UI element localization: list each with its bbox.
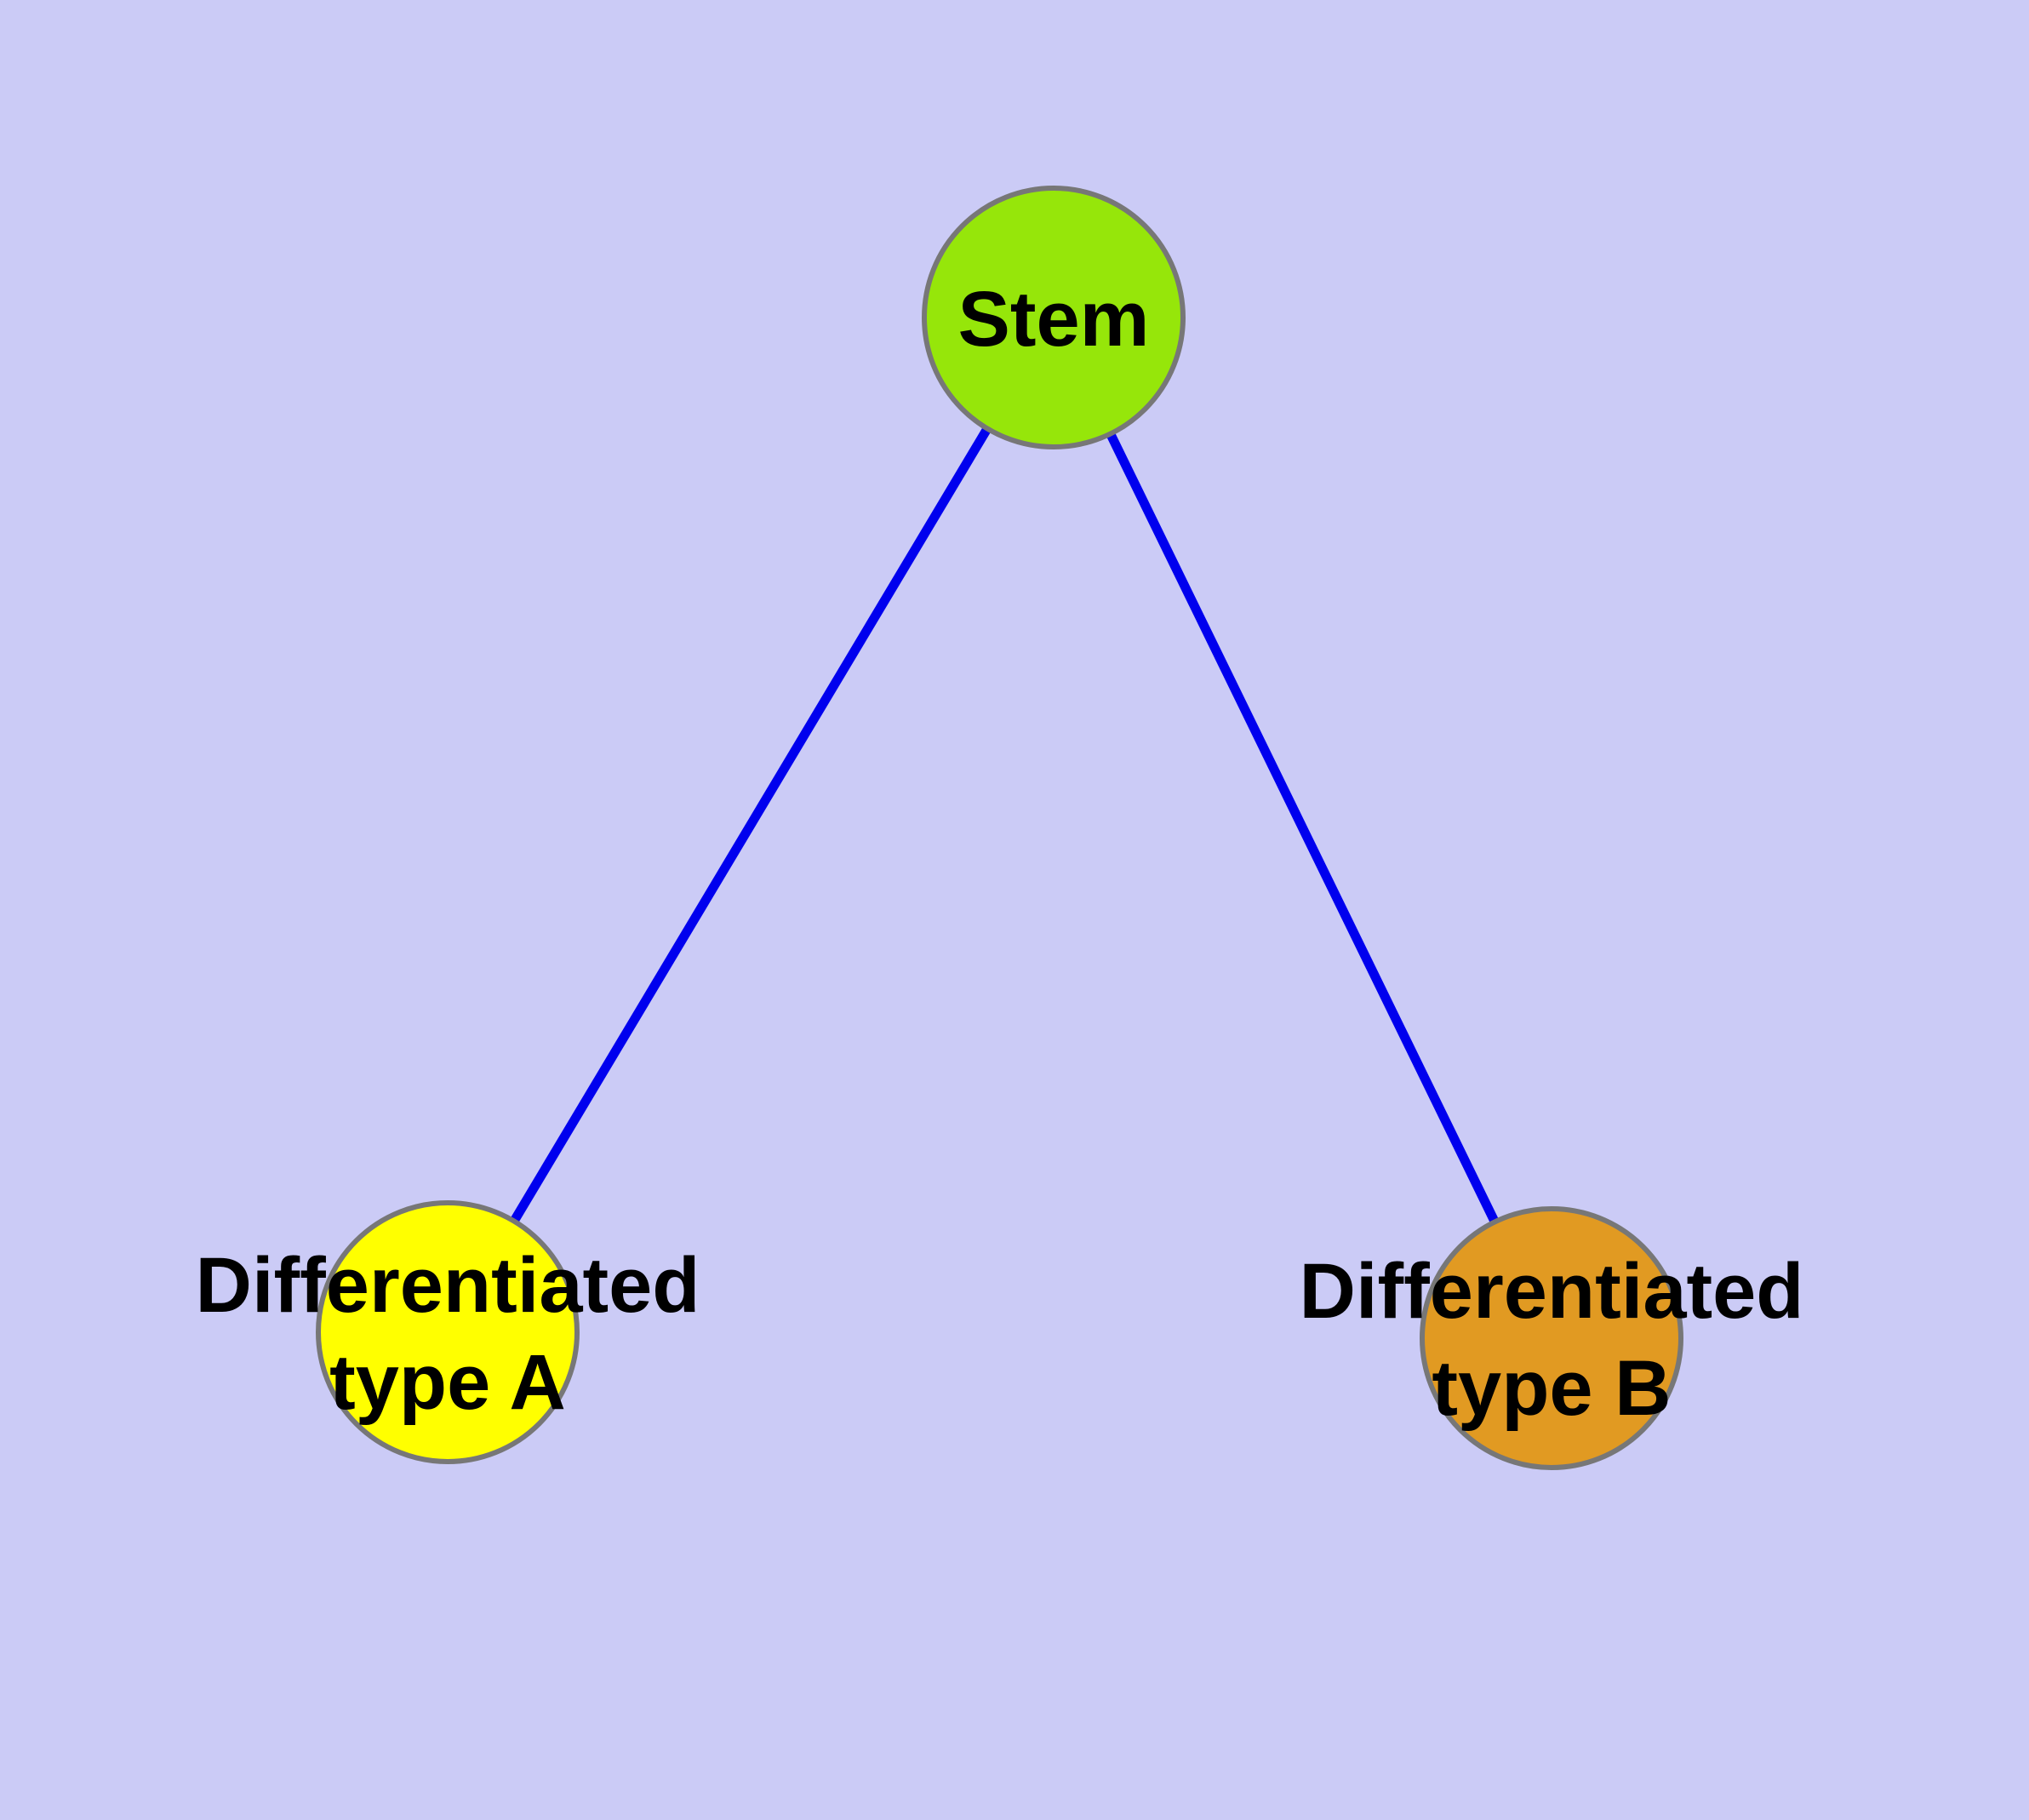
node-stem [922,186,1186,449]
edge-stem-typeA [443,315,1058,1335]
node-typeA [316,1200,580,1464]
node-typeB [1420,1206,1683,1470]
edge-stem-typeB [1049,315,1556,1341]
